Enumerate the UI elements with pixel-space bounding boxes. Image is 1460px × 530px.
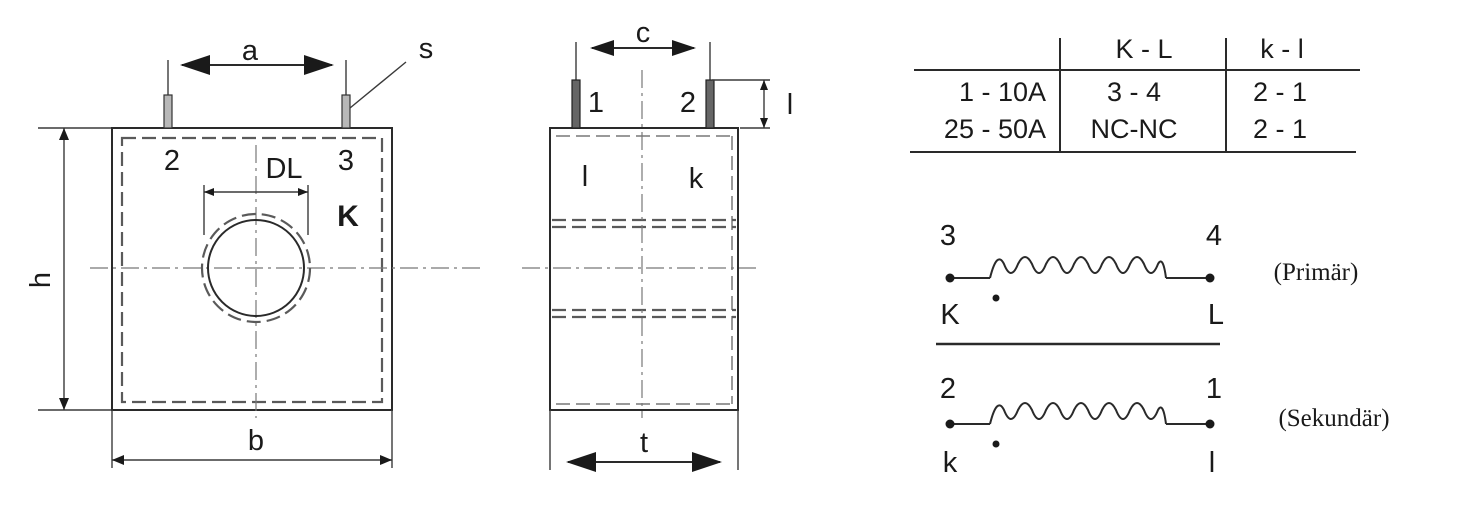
front-pin-right <box>341 94 351 129</box>
front-view: h DL a s 2 3 K <box>25 33 480 468</box>
front-body <box>111 127 393 411</box>
primary-polarity-dot <box>992 294 1000 302</box>
primary-left-node <box>945 273 955 283</box>
dim-s-label: s <box>419 33 434 65</box>
secondary-right-node <box>1205 419 1215 429</box>
side-l-label: l <box>582 161 588 193</box>
table-header-kl-small: k - l <box>1260 34 1304 64</box>
connection-table: K - L k - l 1 - 10A 3 - 4 2 - 1 25 - 50A… <box>910 34 1360 153</box>
primary-right-number: 4 <box>1206 220 1222 252</box>
primary-left-letter: K <box>940 299 960 331</box>
side-pin-2 <box>705 79 715 129</box>
table-header-kl: K - L <box>1115 34 1172 64</box>
primary-right-node <box>1205 273 1215 283</box>
dim-h-label: h <box>25 272 57 288</box>
marker-k-label: K <box>337 200 359 233</box>
side-k-label: k <box>689 163 704 195</box>
terminal-3-label: 3 <box>338 145 354 177</box>
table-cell: 3 - 4 <box>1107 77 1161 107</box>
dim-b-label: b <box>248 425 264 457</box>
secondary-winding: 2 1 k l (Sekundär) <box>940 373 1390 479</box>
window-outer-dashed <box>200 212 312 324</box>
table-cell: 2 - 1 <box>1253 114 1307 144</box>
dim-l-label: l <box>787 89 793 121</box>
dim-a-label: a <box>242 35 259 67</box>
table-cell: 25 - 50A <box>944 114 1046 144</box>
secondary-right-letter: l <box>1209 447 1215 479</box>
pin-1-label: 1 <box>588 87 604 119</box>
primary-caption: (Primär) <box>1274 259 1359 286</box>
secondary-left-number: 2 <box>940 373 956 405</box>
table-cell: NC-NC <box>1091 114 1178 144</box>
front-inner-outline <box>120 136 384 404</box>
dim-c-label: c <box>636 17 651 49</box>
primary-winding: 3 4 K L (Primär) <box>940 220 1358 331</box>
primary-left-number: 3 <box>940 220 956 252</box>
dim-t-label: t <box>640 427 648 459</box>
table-cell: 1 - 10A <box>959 77 1046 107</box>
primary-right-letter: L <box>1208 299 1224 331</box>
secondary-polarity-dot <box>992 440 1000 448</box>
side-view: c l 1 2 l k t <box>522 17 793 472</box>
window-circle <box>207 219 305 317</box>
secondary-left-letter: k <box>943 447 958 479</box>
secondary-caption: (Sekundär) <box>1278 405 1389 432</box>
pin-2-label: 2 <box>680 87 696 119</box>
table-cell: 2 - 1 <box>1253 77 1307 107</box>
front-pin-left <box>163 94 173 129</box>
side-pin-1 <box>571 79 581 129</box>
side-body <box>549 127 739 411</box>
primary-coil <box>989 256 1167 279</box>
secondary-right-number: 1 <box>1206 373 1222 405</box>
secondary-left-node <box>945 419 955 429</box>
terminal-2-label: 2 <box>164 145 180 177</box>
dim-dl-label: DL <box>265 153 302 185</box>
secondary-coil <box>989 402 1167 425</box>
